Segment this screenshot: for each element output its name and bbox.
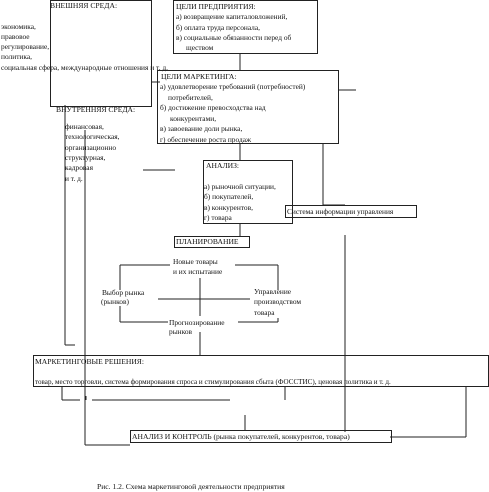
analysis-line: б) покупателей, — [204, 192, 254, 201]
enterprise-goals-title: ЦЕЛИ ПРЕДПРИЯТИЯ: — [176, 2, 256, 11]
internal-environment-line: организационно — [65, 143, 117, 152]
marketing-goals-line: а) удовлетворение требований (потребност… — [160, 82, 306, 91]
external-environment-box — [50, 0, 152, 107]
analysis-control-box — [130, 430, 392, 443]
market-choice-label: Выбор рынка — [102, 288, 145, 297]
marketing-decisions-line: товар, место торговли, система формирова… — [35, 378, 391, 386]
enterprise-goals-line: б) оплата труда персонала, — [176, 23, 261, 32]
internal-environment-line: и т. д. — [65, 174, 83, 183]
external-environment-line: политика, — [1, 52, 32, 61]
external-environment-line: экономика, — [1, 22, 36, 31]
marketing-goals-line: потребителей, — [168, 93, 213, 102]
forecasting-label: Прогнозирование — [169, 318, 225, 327]
analysis-control-label: АНАЛИЗ И КОНТРОЛЬ (рынка покупателей, ко… — [132, 432, 350, 441]
analysis-box — [203, 160, 293, 224]
marketing-goals-box — [157, 70, 339, 144]
market-choice-label: (рынков) — [101, 297, 129, 306]
marketing-goals-line: г) обеспечение роста продаж — [160, 135, 252, 144]
analysis-line: а) рыночной ситуации, — [204, 182, 276, 191]
internal-environment-title: ВНУТРЕННЯЯ СРЕДА: — [56, 105, 136, 114]
external-environment-line: правовое — [1, 32, 30, 41]
production-mgmt-label: товара — [254, 308, 275, 317]
marketing-goals-line: б) достижение превосходства над — [160, 103, 266, 112]
marketing-decisions-title: МАРКЕТИНГОВЫЕ РЕШЕНИЯ: — [35, 357, 144, 366]
enterprise-goals-box — [173, 0, 318, 54]
production-mgmt-label: Управление — [254, 287, 292, 296]
planning-box — [174, 236, 250, 248]
internal-environment-line: кадровая — [65, 163, 93, 172]
external-environment-line: регулирование, — [1, 42, 50, 51]
marketing-goals-line: в) завоевание доли рынка, — [160, 124, 243, 133]
analysis-line: в) конкурентов, — [204, 203, 253, 212]
planning-title: ПЛАНИРОВАНИЕ — [176, 237, 239, 246]
internal-environment-line: финансовая, — [65, 122, 104, 131]
new-products-label: Новые товары — [173, 257, 218, 266]
marketing-goals-title: ЦЕЛИ МАРКЕТИНГА: — [161, 72, 237, 81]
figure-caption: Рис. 1.2. Схема маркетинговой деятельнос… — [97, 482, 285, 491]
internal-environment-line: структурная, — [65, 153, 106, 162]
mis-label: Система информации управления — [287, 207, 394, 216]
external-environment-title: ВНЕШНЯЯ СРЕДА: — [50, 1, 118, 10]
analysis-title: АНАЛИЗ: — [206, 161, 240, 170]
new-products-label: и их испытание — [173, 267, 223, 276]
marketing-goals-line: конкурентами, — [170, 114, 217, 123]
forecasting-label: рынков — [169, 327, 193, 336]
enterprise-goals-line: а) возвращение капиталовложений, — [176, 12, 288, 21]
mis-box — [285, 205, 417, 218]
production-mgmt-label: производством — [254, 297, 302, 306]
external-environment-line: социальная сфера, международные отношени… — [1, 63, 169, 72]
enterprise-goals-line: ществом — [186, 43, 214, 52]
enterprise-goals-line: в) социальные обязанности перед об — [176, 33, 292, 42]
analysis-line: г) товара — [204, 213, 232, 222]
internal-environment-line: технологическая, — [65, 132, 120, 141]
